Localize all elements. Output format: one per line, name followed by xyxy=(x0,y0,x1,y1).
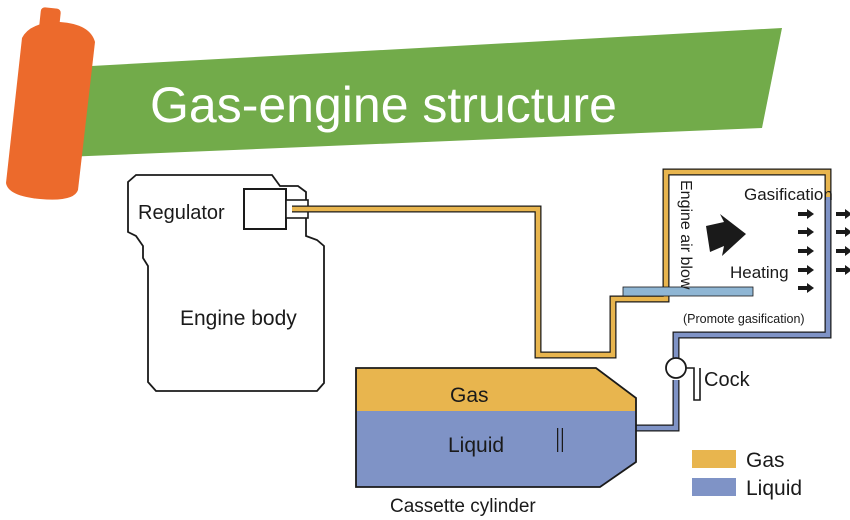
legend: Gas Liquid xyxy=(692,449,802,500)
cassette-cylinder xyxy=(355,367,637,488)
cock-valve xyxy=(665,357,687,379)
gas-canister-icon xyxy=(6,7,95,200)
legend-label-liquid: Liquid xyxy=(746,477,802,500)
liquid-pipe xyxy=(673,197,831,368)
page-title: Gas-engine structure xyxy=(150,77,617,133)
regulator-box xyxy=(243,188,287,230)
cock-handle xyxy=(686,367,701,401)
engine-body-label: Engine body xyxy=(180,307,297,330)
heat-arrow-icon xyxy=(798,209,850,293)
cock-label: Cock xyxy=(704,369,751,391)
heat-plate xyxy=(622,286,754,297)
promote-gasification-label: (Promote gasification) xyxy=(683,312,805,326)
gas-pipe xyxy=(292,169,831,358)
legend-swatch-gas xyxy=(692,450,736,468)
engine-air-blow-label: Engine air blow xyxy=(677,180,694,290)
heating-label: Heating xyxy=(730,263,789,282)
legend-swatch-liquid xyxy=(692,478,736,496)
wind-arrow-icon xyxy=(706,214,746,256)
cylinder-liquid-label: Liquid xyxy=(448,434,504,457)
legend-label-gas: Gas xyxy=(746,449,785,472)
liquid-pipe-outline xyxy=(672,197,832,368)
gasification-label: Gasification xyxy=(744,185,833,204)
regulator-label: Regulator xyxy=(138,202,225,224)
cassette-cylinder-label: Cassette cylinder xyxy=(390,496,536,517)
cylinder-gas-label: Gas xyxy=(450,384,489,407)
title-banner xyxy=(40,28,782,158)
